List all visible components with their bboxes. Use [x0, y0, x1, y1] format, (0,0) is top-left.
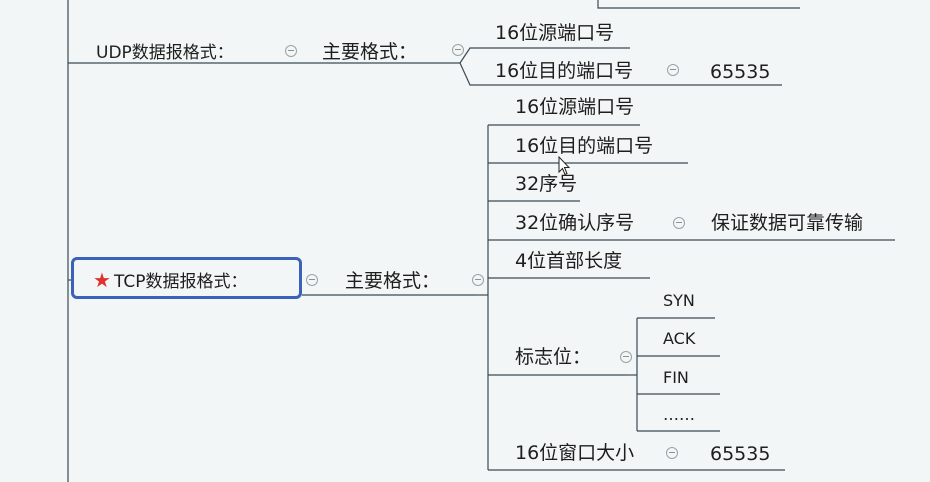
mouse-cursor-icon [558, 156, 570, 176]
tcp-main-format[interactable]: 主要格式： [345, 270, 441, 292]
udp-field-src-port[interactable]: 16位源端口号 [495, 22, 615, 44]
udp-main-collapse-icon[interactable] [452, 44, 464, 56]
tcp-field-dst-port[interactable]: 16位目的端口号 [515, 135, 654, 157]
udp-field-dst-port[interactable]: 16位目的端口号 [495, 60, 634, 82]
udp-title[interactable]: UDP数据报格式： [96, 43, 234, 63]
tcp-field-window[interactable]: 16位窗口大小 [515, 442, 635, 464]
tcp-field-flags[interactable]: 标志位： [515, 346, 592, 368]
tcp-flag-fin[interactable]: FIN [663, 368, 689, 387]
tcp-field-header-len[interactable]: 4位首部长度 [515, 250, 623, 272]
tcp-window-max[interactable]: 65535 [710, 443, 771, 465]
tcp-title-selection [71, 257, 302, 299]
udp-dst-collapse-icon[interactable] [667, 64, 679, 76]
tcp-ack-collapse-icon[interactable] [673, 217, 685, 229]
tcp-title[interactable]: ★TCP数据报格式： [93, 269, 247, 293]
tcp-flags-collapse-icon[interactable] [620, 351, 632, 363]
tcp-collapse-icon[interactable] [306, 274, 318, 286]
tcp-field-ack-seq[interactable]: 32位确认序号 [515, 212, 635, 234]
tcp-field-src-port[interactable]: 16位源端口号 [515, 96, 635, 118]
tcp-main-collapse-icon[interactable] [472, 274, 484, 286]
tcp-window-collapse-icon[interactable] [666, 447, 678, 459]
udp-main-format[interactable]: 主要格式： [322, 41, 418, 63]
tcp-ack-note[interactable]: 保证数据可靠传输 [711, 212, 864, 234]
tcp-flag-more[interactable]: …… [663, 405, 695, 424]
tcp-field-seq[interactable]: 32序号 [515, 173, 578, 195]
tcp-flag-ack[interactable]: ACK [663, 329, 696, 348]
udp-max-port[interactable]: 65535 [710, 61, 771, 83]
star-icon: ★ [93, 268, 111, 292]
tcp-title-label: TCP数据报格式： [113, 272, 248, 292]
udp-collapse-icon[interactable] [285, 45, 297, 57]
tcp-flag-syn[interactable]: SYN [663, 291, 695, 310]
